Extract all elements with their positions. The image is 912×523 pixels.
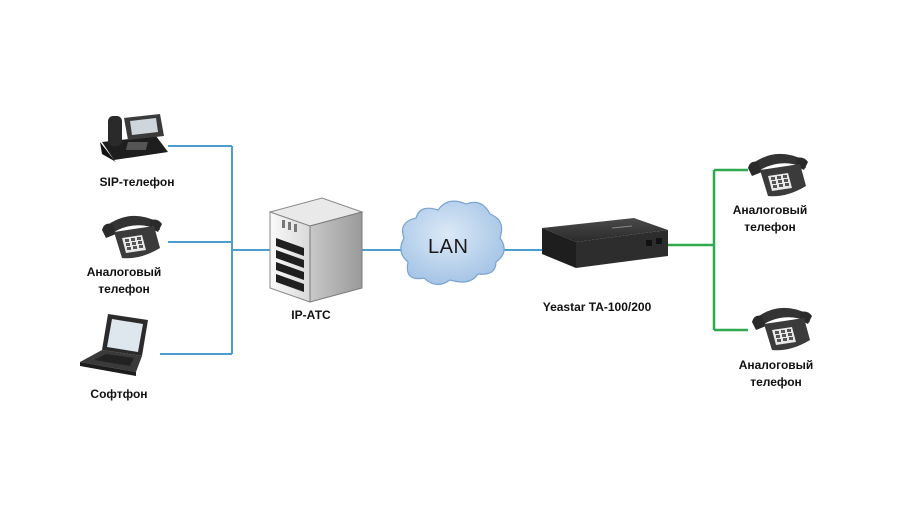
analog-phone-right-top-label-line2: телефон [744,220,796,234]
analog-phone-right-bottom-label-line1: Аналоговый [738,358,814,372]
softphone-label: Софтфон [74,386,164,403]
server-icon [268,197,364,303]
sip-phone-label: SIP-телефон [92,174,182,191]
ip-pbx-label: IP-АТС [276,307,346,324]
analog-phone-left-label: Аналоговый телефон [78,264,170,298]
sip-phone-label-text: SIP-телефон [99,175,175,189]
analog-phone-right-top-label: Аналоговый телефон [724,202,816,236]
gateway-icon [542,218,668,268]
analog-phone-left-label-line1: Аналоговый [86,265,162,279]
analog-phone-right-top-label-line1: Аналоговый [732,203,808,217]
gateway-label: Yeastar TA-100/200 [522,299,672,316]
gateway-label-text: Yeastar TA-100/200 [542,300,652,314]
lan-label: LAN [428,236,469,258]
laptop-icon [80,314,148,376]
analog-phone-right-bottom-icon [752,307,812,351]
softphone-label-text: Софтфон [90,387,148,401]
analog-phone-right-bottom-label: Аналоговый телефон [730,357,822,391]
right-links [668,168,748,332]
analog-phone-right-top-icon [748,153,808,197]
sip-phone-icon [100,114,168,162]
ip-pbx-label-text: IP-АТС [291,308,331,322]
lan-cloud-icon [400,200,505,286]
analog-phone-left-label-line2: телефон [98,282,150,296]
analog-phone-right-bottom-label-line2: телефон [750,375,802,389]
analog-phone-left-icon [102,215,162,259]
